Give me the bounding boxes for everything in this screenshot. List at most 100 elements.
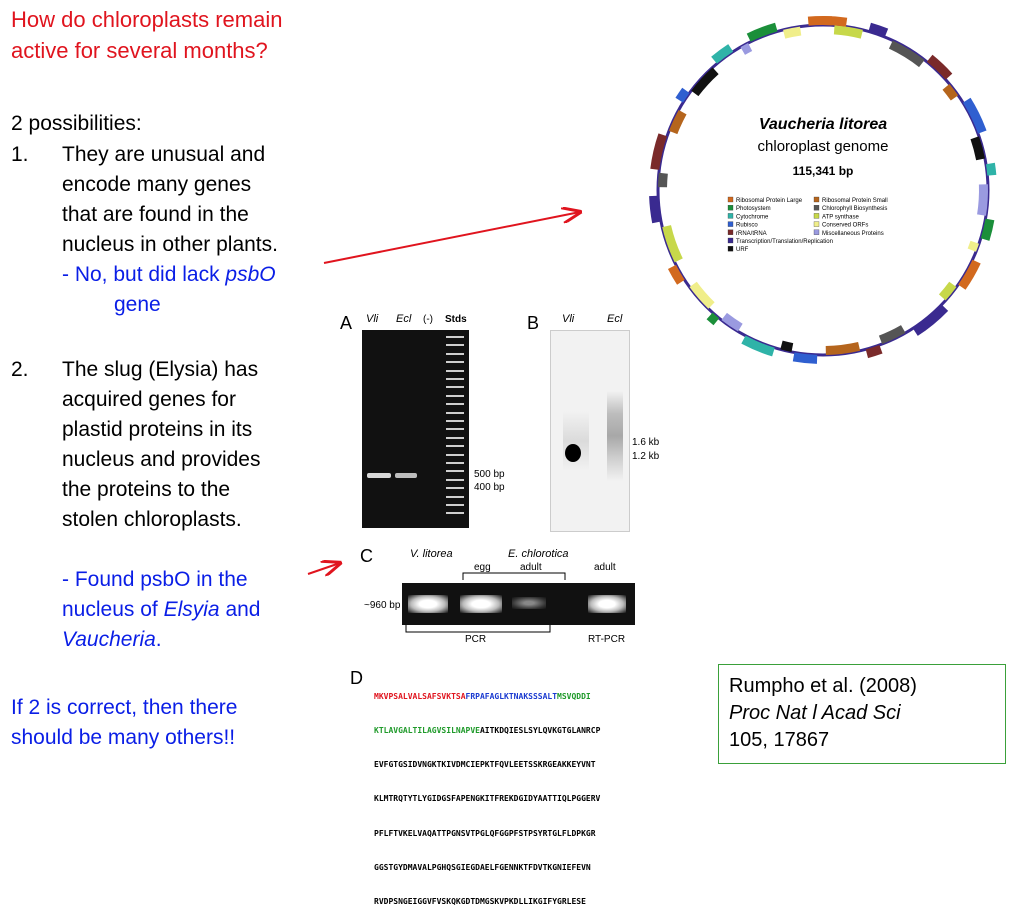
possibility-1-number: 1. xyxy=(11,143,29,166)
ladder-band xyxy=(446,470,464,473)
gene-segment xyxy=(691,67,719,97)
dna-ladder xyxy=(446,336,464,522)
gene-segment xyxy=(662,225,683,263)
panel-c-egg: egg xyxy=(474,562,491,573)
gene-segment xyxy=(668,110,687,135)
gene-segment xyxy=(825,342,861,355)
p2-line: the proteins to the xyxy=(62,478,231,501)
ladder-band xyxy=(446,495,464,498)
possibilities-label: 2 possibilities: xyxy=(11,112,142,135)
panel-b-lane-vli: Vli xyxy=(562,313,575,325)
gene-segment xyxy=(977,184,988,216)
ladder-band xyxy=(446,386,464,389)
legend-label: Chlorophyll Biosynthesis xyxy=(822,206,887,212)
conclusion: If 2 is correct, then there should be ma… xyxy=(11,693,237,753)
legend-swatch xyxy=(727,246,734,252)
gene-segment xyxy=(888,40,925,68)
ladder-band xyxy=(446,394,464,397)
p2-line: acquired genes for xyxy=(62,388,236,411)
ladder-band xyxy=(446,462,464,464)
gene-segment xyxy=(658,172,668,188)
gene-segment xyxy=(878,325,906,345)
panel-a-lane-ecl: Ecl xyxy=(396,313,412,325)
panel-c-pcr: PCR xyxy=(465,634,487,645)
ladder-band xyxy=(446,487,464,490)
gene-segment xyxy=(711,44,734,64)
panel-d-letter: D xyxy=(350,668,363,688)
panel-b-letter: B xyxy=(527,313,540,333)
legend-swatch xyxy=(813,229,820,235)
gene-segment xyxy=(942,83,959,101)
gene-segment xyxy=(980,218,995,241)
marker-500bp: 500 bp xyxy=(474,469,505,480)
gene-segment xyxy=(833,25,863,39)
panel-a-letter: A xyxy=(340,313,353,333)
p1-line: that are found in the xyxy=(62,203,249,226)
panel-c-bottom-brackets xyxy=(405,625,551,633)
gene-segment xyxy=(741,335,775,357)
ladder-band xyxy=(446,478,464,481)
citation-authors: Rumpho et al. (2008) xyxy=(729,675,917,697)
gene-segment xyxy=(970,136,985,161)
gene-segment xyxy=(792,352,818,364)
panel-c-adult-1: adult xyxy=(520,562,542,573)
ladder-band xyxy=(446,512,464,515)
gene-segment xyxy=(721,312,743,332)
panel-c-bracket xyxy=(462,572,566,580)
ladder-band xyxy=(446,411,464,414)
legend-swatch xyxy=(813,221,820,227)
genome-ring xyxy=(649,15,997,364)
p1-line: nucleus in other plants. xyxy=(62,233,278,256)
legend-label: Ribosomal Protein Small xyxy=(822,198,888,204)
gene-segment xyxy=(746,22,778,42)
legend-swatch xyxy=(727,205,734,211)
gene-segment xyxy=(675,87,690,103)
genome-map: Vaucheria litorea chloroplast genome 115… xyxy=(649,15,997,364)
gene-segment xyxy=(938,281,957,301)
panel-c-species-2: E. chlorotica xyxy=(508,548,569,560)
p2-found-species-2: Vaucheria. xyxy=(62,628,162,651)
panel-c-rtpcr: RT-PCR xyxy=(588,634,626,645)
gene-segment xyxy=(650,133,667,170)
citation-volume: 105, 17867 xyxy=(729,729,830,751)
gene-segment xyxy=(958,259,981,290)
legend-swatch xyxy=(727,237,734,244)
genome-size: 115,341 bp xyxy=(793,164,854,178)
panel-c-size: ~960 bp xyxy=(364,600,401,611)
gene-segment xyxy=(649,195,662,224)
legend-swatch xyxy=(727,221,734,227)
gene-segment xyxy=(967,240,980,252)
panel-c-adult-2: adult xyxy=(594,562,616,573)
gene-segment xyxy=(783,26,802,39)
ladder-band xyxy=(446,369,464,372)
ladder-band xyxy=(446,420,464,422)
marker-400bp: 400 bp xyxy=(474,482,505,493)
legend-label: Conserved ORFs xyxy=(822,223,868,229)
marker-1-6kb: 1.6 kb xyxy=(632,437,660,448)
smear-ecl xyxy=(607,391,623,481)
possibility-1-text: They are unusual and encode many genes t… xyxy=(62,140,337,320)
smear-vli xyxy=(563,411,589,471)
gene-segment xyxy=(985,162,997,176)
ladder-band xyxy=(446,336,464,338)
conclusion-line: If 2 is correct, then there xyxy=(11,696,238,719)
legend-swatch xyxy=(813,205,820,211)
seq-line: KTLAVGALTILAGVSILNAPVEAITKDQIESLSYLQVKGT… xyxy=(374,726,601,736)
p2-line: plastid proteins in its xyxy=(62,418,253,441)
conclusion-line: should be many others!! xyxy=(11,726,236,749)
gene-segment xyxy=(962,97,987,134)
ladder-band xyxy=(446,436,464,439)
possibility-2-number: 2. xyxy=(11,358,29,381)
band-rtpcr xyxy=(588,595,626,613)
gene-segment xyxy=(926,54,953,80)
panel-a-gel xyxy=(362,330,469,528)
ladder-band xyxy=(446,428,464,431)
question-heading: How do chloroplasts remain active for se… xyxy=(11,7,283,63)
p1-line: encode many genes xyxy=(62,173,252,196)
gene-segment xyxy=(780,340,794,352)
citation-box: Rumpho et al. (2008) Proc Nat l Acad Sci… xyxy=(718,664,1006,764)
arrow-to-genome xyxy=(323,212,580,264)
legend-label: rRNA/tRNA xyxy=(736,231,767,237)
ladder-band xyxy=(446,403,464,406)
